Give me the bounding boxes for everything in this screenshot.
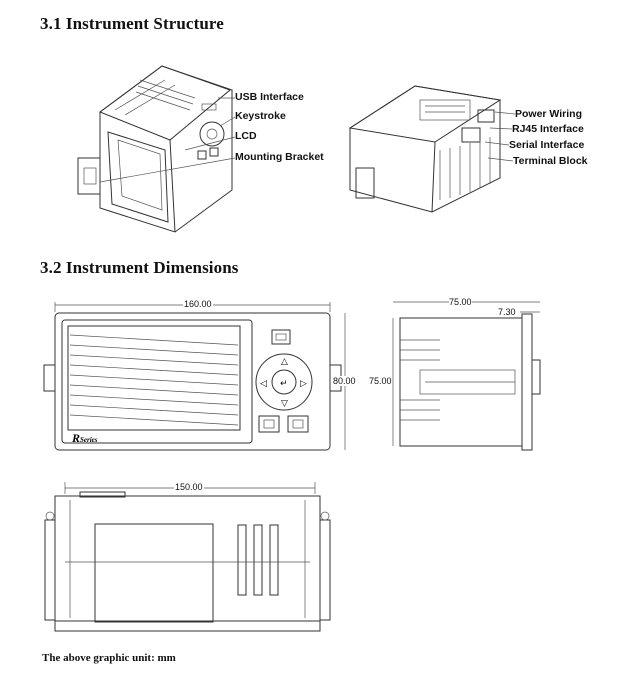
label-serial-interface: Serial Interface	[509, 139, 585, 151]
enter-key-symbol-icon: ↵	[280, 378, 288, 388]
top-width-dimension: 150.00	[174, 482, 204, 492]
front-width-dimension: 160.00	[183, 299, 213, 309]
label-lcd: LCD	[235, 130, 257, 142]
label-power-wiring: Power Wiring	[515, 108, 582, 120]
brand-logo: RSeries	[71, 431, 98, 445]
top-view-drawing	[44, 482, 331, 632]
front-view-drawing: ↵ △ ▽ ◁ ▷ RSeries	[43, 302, 346, 451]
section-title-structure: 3.1 Instrument Structure	[40, 14, 224, 33]
device-back-3d-illustration	[348, 85, 516, 213]
section-title-dimensions: 3.2 Instrument Dimensions	[40, 258, 239, 277]
svg-text:◁: ◁	[260, 378, 267, 388]
device-front-3d-illustration	[77, 65, 236, 233]
side-height-dimension: 75.00	[369, 376, 392, 386]
side-flange-dimension: 7.30	[498, 307, 516, 317]
svg-text:▽: ▽	[281, 398, 288, 408]
label-keystroke: Keystroke	[235, 110, 286, 122]
side-depth-dimension: 75.00	[449, 297, 472, 307]
label-mounting-bracket: Mounting Bracket	[235, 151, 324, 163]
footer-note: The above graphic unit: mm	[42, 652, 176, 664]
label-usb-interface: USB Interface	[235, 91, 304, 103]
side-view-drawing	[392, 301, 541, 451]
svg-text:△: △	[281, 356, 288, 366]
label-terminal-block: Terminal Block	[513, 155, 588, 167]
front-height-dimension: 80.00	[333, 376, 356, 386]
svg-text:▷: ▷	[300, 378, 307, 388]
label-rj45-interface: RJ45 Interface	[512, 123, 584, 135]
